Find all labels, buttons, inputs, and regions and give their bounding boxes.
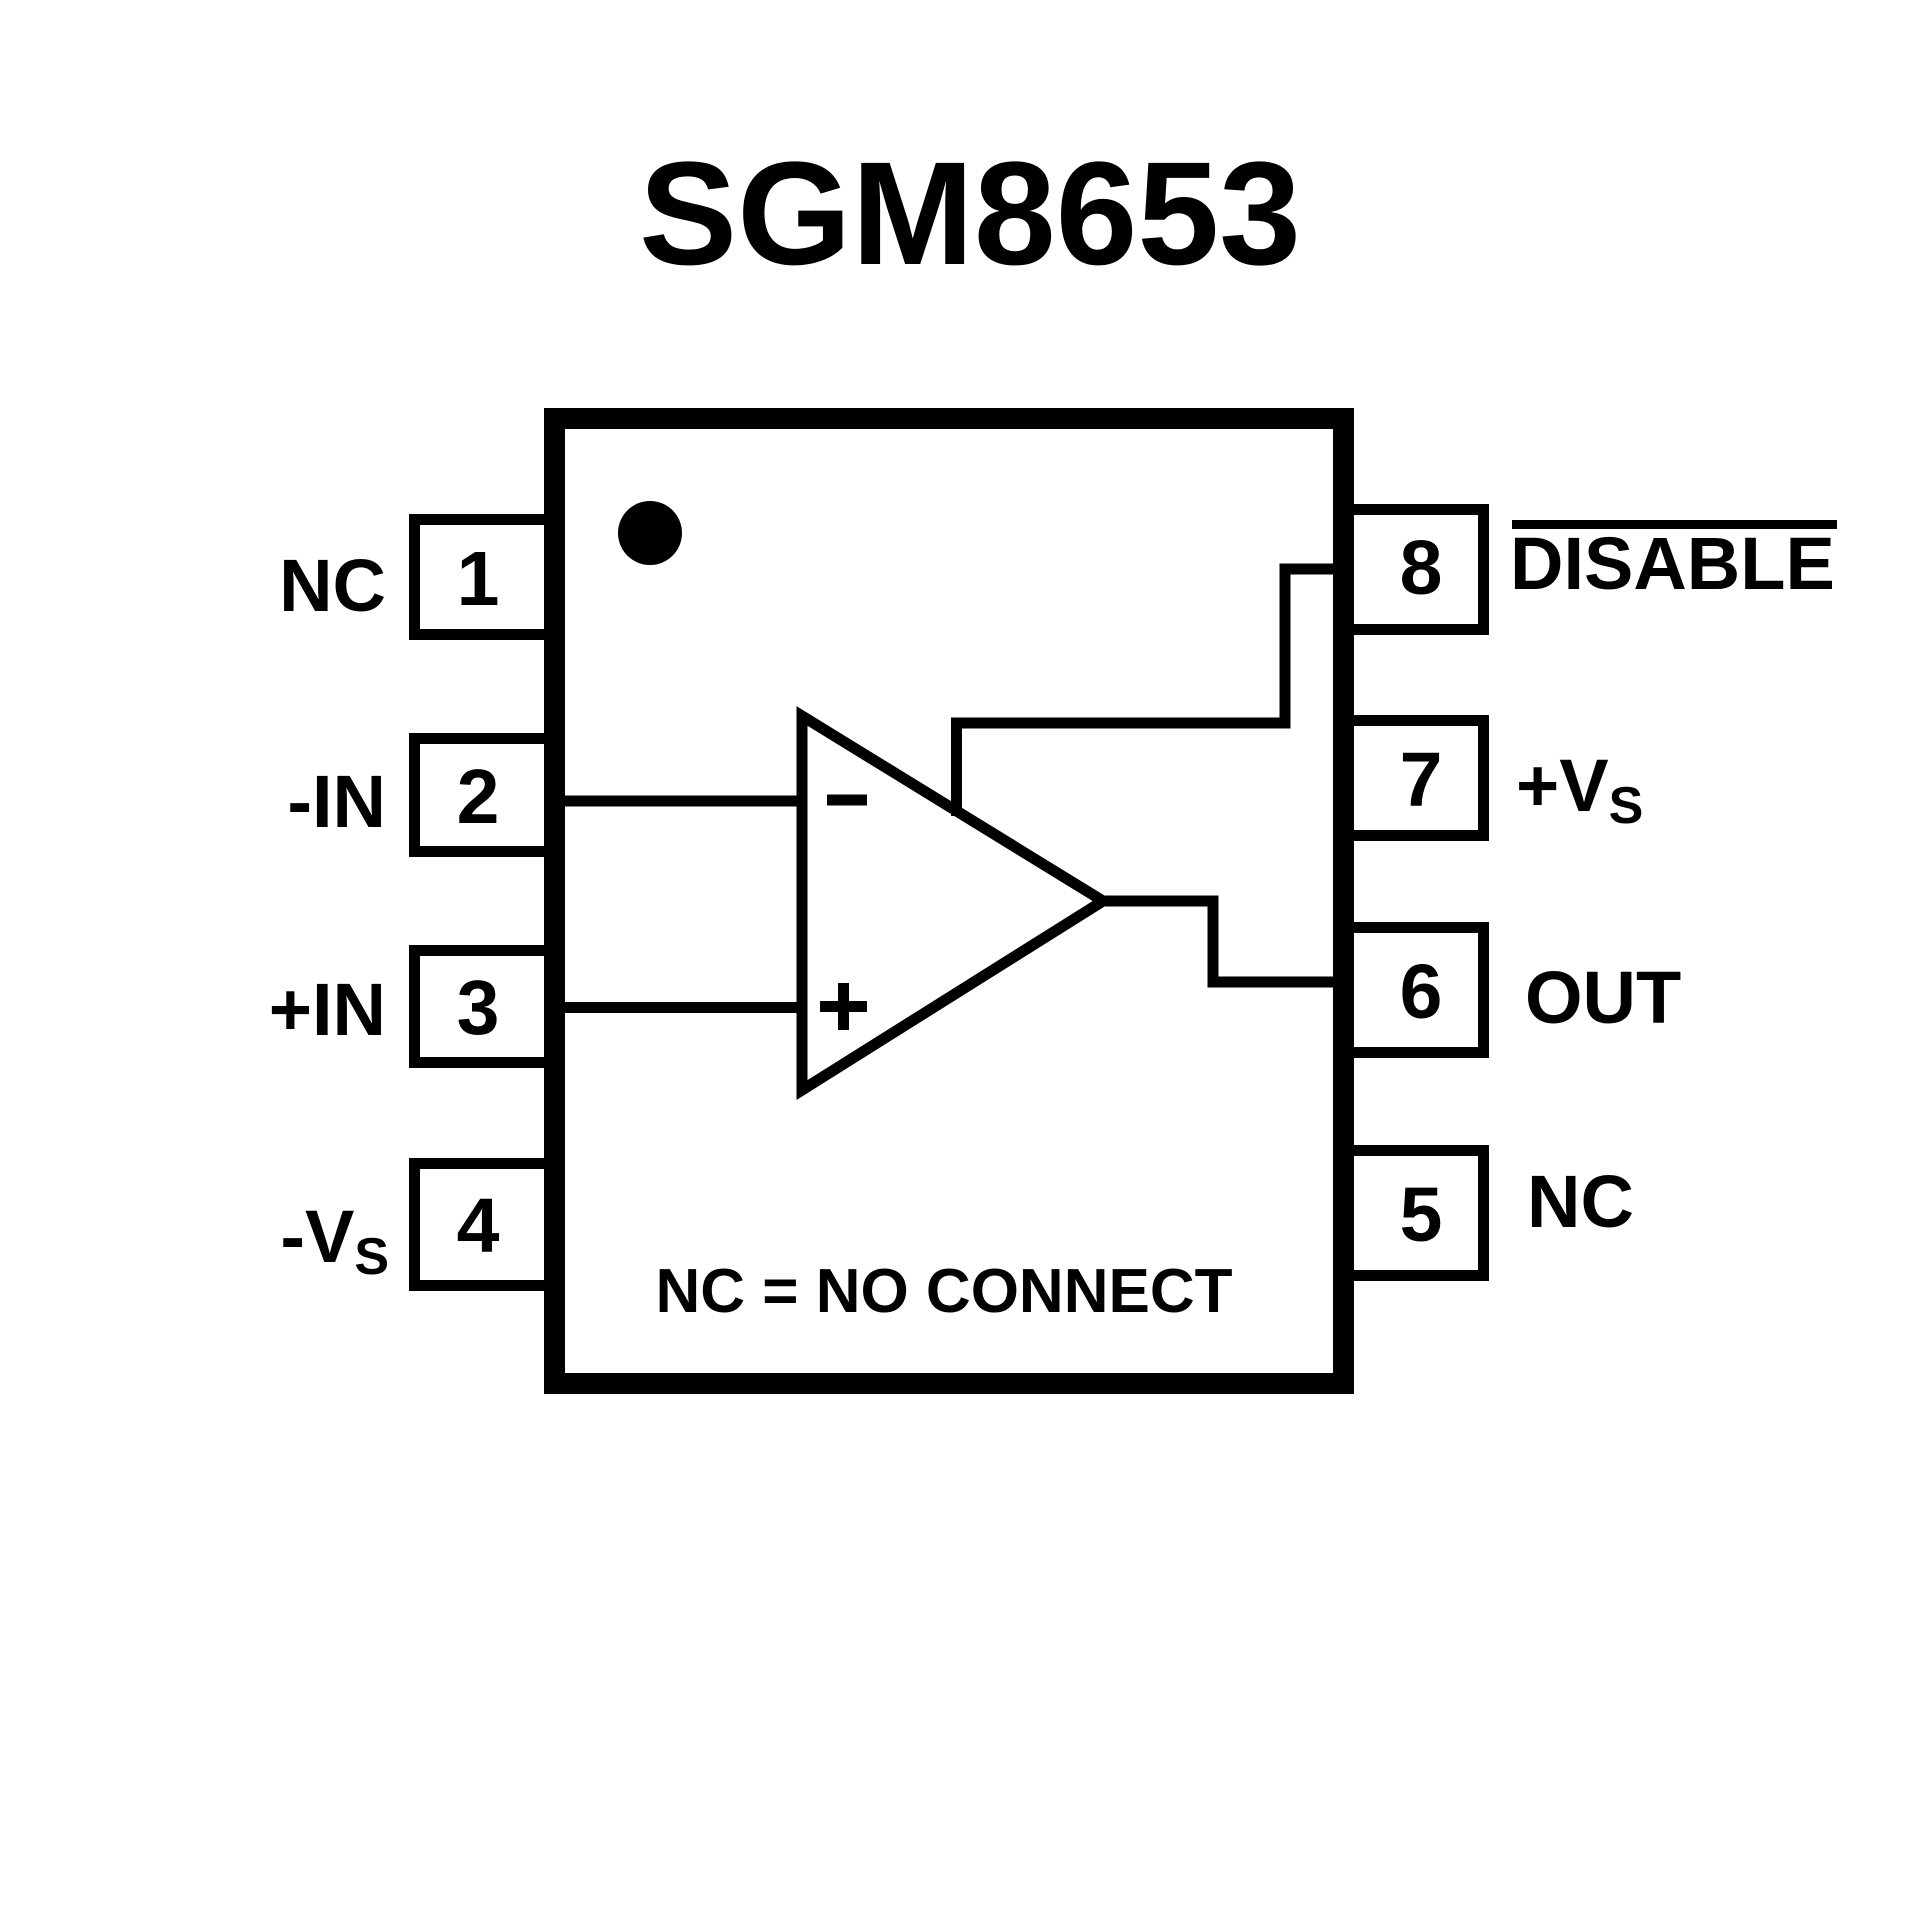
svg-text:NC: NC — [1527, 1160, 1634, 1243]
svg-text:2: 2 — [457, 754, 500, 840]
svg-text:5: 5 — [1400, 1172, 1443, 1258]
svg-text:DISABLE: DISABLE — [1510, 522, 1835, 605]
svg-text:OUT: OUT — [1525, 956, 1681, 1039]
svg-text:8: 8 — [1400, 525, 1443, 611]
svg-text:3: 3 — [457, 965, 500, 1051]
svg-text:1: 1 — [457, 536, 500, 622]
svg-text:-VS: -VS — [280, 1195, 389, 1286]
svg-text:4: 4 — [457, 1183, 500, 1269]
svg-text:SGM8653: SGM8653 — [639, 132, 1301, 296]
svg-text:+VS: +VS — [1516, 744, 1643, 835]
svg-text:-IN: -IN — [287, 760, 386, 843]
svg-text:NC: NC — [279, 544, 386, 627]
svg-text:6: 6 — [1400, 949, 1443, 1035]
svg-text:7: 7 — [1400, 737, 1443, 823]
svg-text:NC = NO CONNECT: NC = NO CONNECT — [656, 1257, 1233, 1326]
svg-text:+IN: +IN — [269, 968, 386, 1051]
